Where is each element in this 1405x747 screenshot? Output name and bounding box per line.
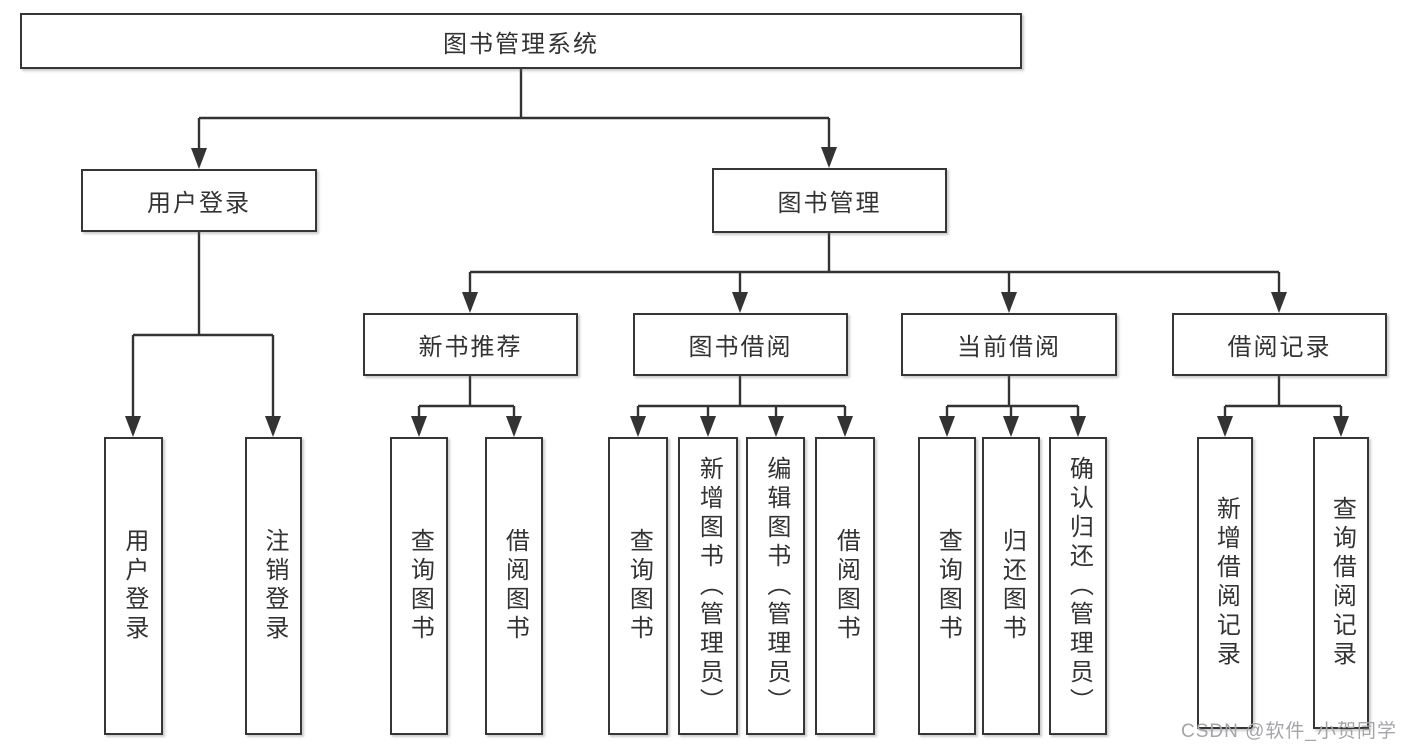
watermark: CSDN @软件_小贺同学 [1181,721,1397,742]
node-current-borrow: 当前借阅 [901,313,1117,376]
node-user-login-label: 用户登录 [147,190,251,217]
node-book-management-label: 图书管理 [777,190,882,217]
leaf-logout: 注销登录 [245,437,302,735]
leaf-current-query-books: 查询图书 [918,437,976,735]
leaf-borrow-books: 借阅图书 [815,437,875,735]
node-new-book-recommend: 新书推荐 [363,313,578,376]
leaf-recommend-query-books: 查询图书 [390,437,448,735]
leaf-add-borrow-record: 新增借阅记录 [1197,437,1253,729]
leaf-recommend-borrow-books: 借阅图书 [485,437,543,735]
leaf-borrow-query-books: 查询图书 [608,437,668,735]
node-book-borrow: 图书借阅 [633,313,848,376]
node-new-book-recommend-label: 新书推荐 [418,334,523,361]
leaf-add-borrow-record-label: 新增借阅记录 [1212,496,1240,670]
leaf-user-login: 用户登录 [104,437,163,735]
node-user-login: 用户登录 [81,169,317,232]
leaf-recommend-borrow-books-label: 借阅图书 [501,528,529,644]
arrowheads [125,147,1349,437]
node-root: 图书管理系统 [20,13,1022,69]
leaf-add-books-admin: 新增图书（管理员） [678,437,738,735]
leaf-query-borrow-record: 查询借阅记录 [1313,437,1369,729]
leaf-borrow-query-books-label: 查询图书 [625,528,653,644]
leaf-recommend-query-books-label: 查询图书 [406,528,434,644]
leaf-current-query-books-label: 查询图书 [934,528,962,644]
leaf-confirm-return-admin: 确认归还（管理员） [1049,437,1107,735]
leaf-edit-books-admin-label: 编辑图书（管理员） [762,455,790,717]
leaf-return-books: 归还图书 [982,437,1040,735]
node-root-label: 图书管理系统 [443,30,599,58]
leaf-confirm-return-admin-label: 确认归还（管理员） [1065,455,1093,717]
leaf-return-books-label: 归还图书 [998,528,1026,644]
leaf-add-books-admin-label: 新增图书（管理员） [695,455,723,717]
leaf-query-borrow-record-label: 查询借阅记录 [1328,496,1356,670]
node-borrow-records-label: 借阅记录 [1227,334,1332,361]
leaf-edit-books-admin: 编辑图书（管理员） [746,437,805,735]
node-current-borrow-label: 当前借阅 [957,334,1061,361]
node-borrow-records: 借阅记录 [1172,313,1387,376]
leaf-logout-label: 注销登录 [260,528,288,644]
leaf-borrow-books-label: 借阅图书 [832,528,860,644]
node-book-management: 图书管理 [712,168,947,233]
node-book-borrow-label: 图书借阅 [688,334,793,361]
leaf-user-login-label: 用户登录 [120,528,148,644]
